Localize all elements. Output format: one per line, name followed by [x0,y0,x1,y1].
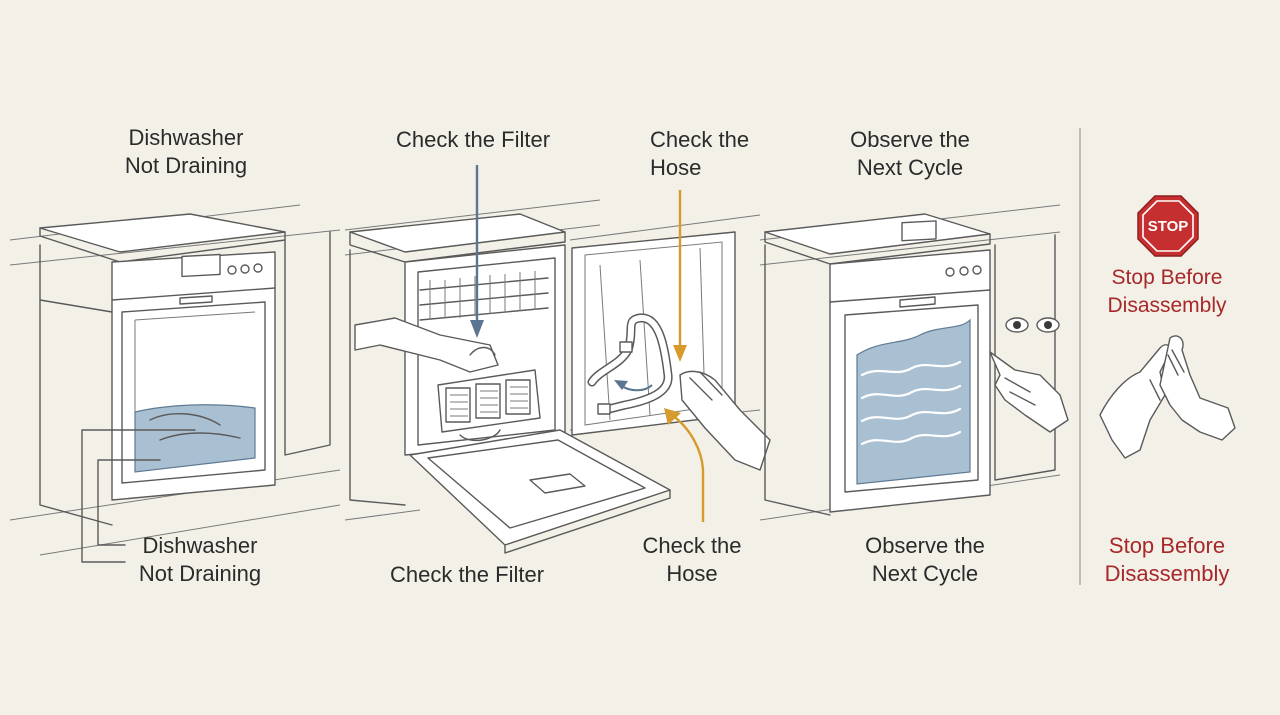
panel-5-bottom-line-1: Stop Before [1108,533,1226,558]
panel-2-filter [344,165,671,554]
filter-icon [437,369,541,433]
stop-sign-text: STOP [1148,218,1189,235]
panel-3-bottom-line-1: Check the [642,533,742,558]
panel-1-bottom-line-1: Dishwasher [142,533,258,558]
panel-1-bottom-label: Dishwasher Not Draining [115,532,285,588]
panel-4-top-line-1: Observe the [850,127,970,152]
panel-2-top-label: Check the Filter [368,126,578,154]
panel-4-top-line-2: Next Cycle [856,155,964,180]
panel-3-bottom-label: Check the Hose [622,532,762,588]
panel-2-top-line-1: Check the Filter [395,127,551,152]
panel-2-bottom-label: Check the Filter [362,561,572,589]
panel-4-observe [759,204,1069,521]
panel-3-top-line-2: Hose [650,155,702,180]
panel-1-dishwasher [9,204,341,563]
panel-5-stop: STOP [1099,195,1236,459]
panel-1-top-label: Dishwasher Not Draining [101,124,271,180]
panel-4-bottom-line-2: Next Cycle [871,561,979,586]
panel-5-top-line-2: Disassembly [1107,294,1227,317]
panel-3-top-label: Check the Hose [650,126,770,182]
panel-1-top-line-1: Dishwasher [128,125,244,150]
panel-2-bottom-line-1: Check the Filter [389,562,545,587]
panel-4-bottom-line-1: Observe the [865,533,985,558]
stop-sign-icon: STOP [1137,195,1199,257]
panel-5-bottom-label: Stop Before Disassembly [1092,532,1242,588]
hands-stop-icon [1099,335,1236,459]
panel-1-top-line-2: Not Draining [124,153,248,178]
panel-4-bottom-label: Observe the Next Cycle [845,532,1005,588]
hose-icon [587,313,673,415]
panel-3-hose [569,190,771,522]
panel-5-top-label: Stop Before Disassembly [1092,264,1242,320]
panel-3-bottom-line-2: Hose [666,561,718,586]
panel-3-top-line-1: Check the [650,127,750,152]
panel-4-top-label: Observe the Next Cycle [830,126,990,182]
panel-5-top-line-1: Stop Before [1111,266,1223,289]
panel-1-bottom-line-2: Not Draining [138,561,262,586]
eyes-icon [1005,317,1060,333]
panel-5-bottom-line-2: Disassembly [1104,561,1230,586]
